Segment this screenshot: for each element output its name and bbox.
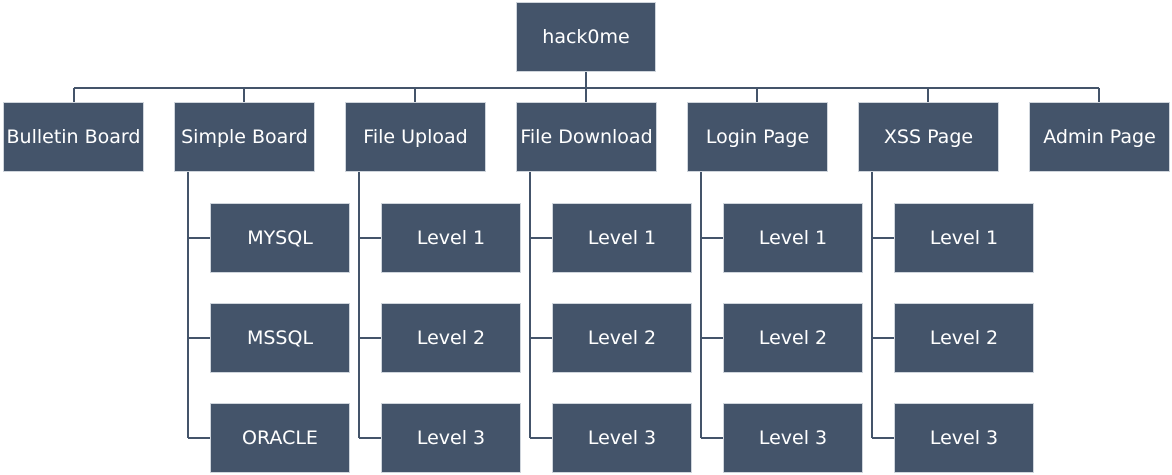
- child-node-xss-page-level-1: Level 1: [894, 203, 1034, 273]
- child-node-xss-page-level-3: Level 3: [894, 403, 1034, 473]
- branch-node-admin-page: Admin Page: [1029, 102, 1170, 172]
- root-node: hack0me: [516, 2, 656, 72]
- branch-node-file-upload: File Upload: [345, 102, 486, 172]
- child-node-file-upload-level-1: Level 1: [381, 203, 521, 273]
- child-node-mysql: MYSQL: [210, 203, 350, 273]
- branch-node-simple-board: Simple Board: [174, 102, 315, 172]
- child-node-file-download-level-2: Level 2: [552, 303, 692, 373]
- branch-node-file-download: File Download: [516, 102, 657, 172]
- child-node-file-upload-level-2: Level 2: [381, 303, 521, 373]
- branch-node-xss-page: XSS Page: [858, 102, 999, 172]
- child-node-login-page-level-3: Level 3: [723, 403, 863, 473]
- branch-node-login-page: Login Page: [687, 102, 828, 172]
- child-node-file-download-level-1: Level 1: [552, 203, 692, 273]
- child-node-xss-page-level-2: Level 2: [894, 303, 1034, 373]
- child-node-file-download-level-3: Level 3: [552, 403, 692, 473]
- branch-node-bulletin-board: Bulletin Board: [3, 102, 144, 172]
- child-node-file-upload-level-3: Level 3: [381, 403, 521, 473]
- child-node-login-page-level-1: Level 1: [723, 203, 863, 273]
- child-node-mssql: MSSQL: [210, 303, 350, 373]
- child-node-login-page-level-2: Level 2: [723, 303, 863, 373]
- child-node-oracle: ORACLE: [210, 403, 350, 473]
